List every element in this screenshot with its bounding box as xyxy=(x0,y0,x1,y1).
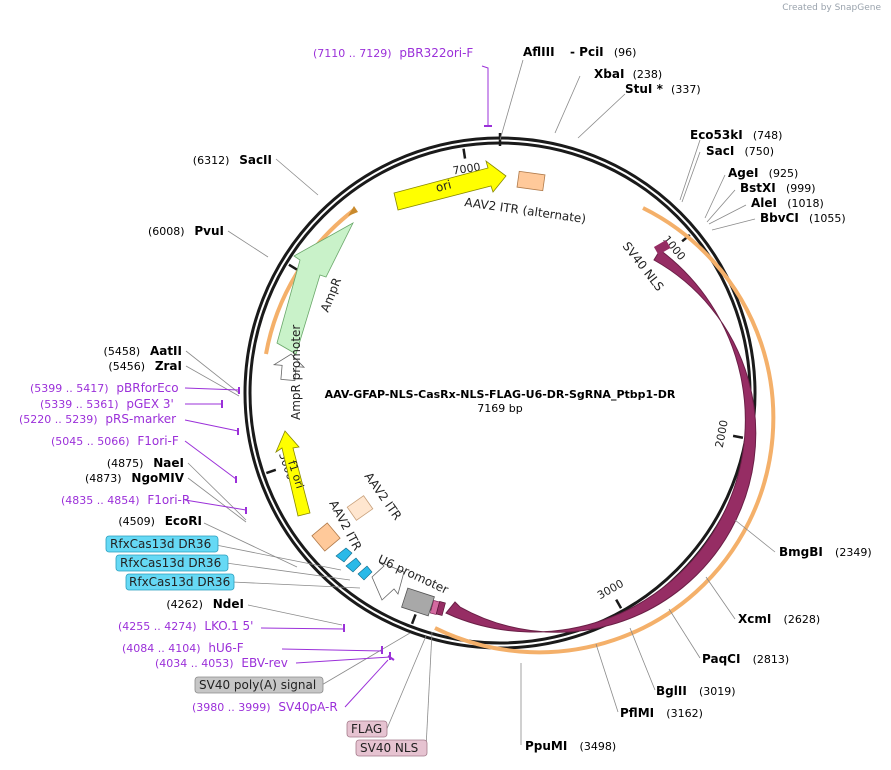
enzyme-paqci[interactable]: PaqCI (2813) xyxy=(702,652,789,666)
dr36-3-box[interactable] xyxy=(125,573,235,591)
plasmid-length: 7169 bp xyxy=(477,402,522,415)
primer-pbrforeco[interactable]: (5399 .. 5417) pBRforEco xyxy=(30,381,179,395)
enzyme-bmgbi[interactable]: BmgBI (2349) xyxy=(779,545,872,559)
feature-aav2-itr-alt[interactable] xyxy=(516,170,546,192)
enzyme-saci[interactable]: SacI (750) xyxy=(706,144,774,158)
enzyme-pcii[interactable]: - PciI (96) xyxy=(570,45,636,59)
feature-u6-promoter[interactable] xyxy=(371,561,405,601)
enzyme-xcmi[interactable]: XcmI (2628) xyxy=(738,612,820,626)
sv40nls-box[interactable] xyxy=(355,739,428,757)
enzyme-labels-right: AflIII - PciI (96) XbaI (238) StuI * (33… xyxy=(523,45,872,753)
flag-box[interactable] xyxy=(346,720,388,738)
boxed-labels: RfxCas13d DR36 RfxCas13d DR36 RfxCas13d … xyxy=(105,535,428,757)
feature-dr36-1[interactable] xyxy=(335,547,353,563)
enzyme-bglii[interactable]: BglII (3019) xyxy=(656,684,736,698)
dr36-1-text: RfxCas13d DR36 xyxy=(110,537,211,551)
feature-ori-label: ori xyxy=(434,177,453,195)
feature-ampr[interactable] xyxy=(276,222,354,355)
primer-lines xyxy=(184,65,489,708)
enzyme-bstxi[interactable]: BstXI (999) xyxy=(740,181,816,195)
feature-ampr-label: AmpR xyxy=(318,276,344,314)
enzyme-alei[interactable]: AleI (1018) xyxy=(751,196,824,210)
sv40nls-text: SV40 NLS xyxy=(360,741,418,755)
leader-lines xyxy=(185,59,776,749)
feature-orange-arc-right[interactable] xyxy=(434,206,776,655)
enzyme-xbai[interactable]: XbaI (238) xyxy=(594,67,662,81)
feature-u6-grey-box[interactable] xyxy=(401,587,435,617)
primer-ebv-rev[interactable]: (4034 .. 4053) EBV-rev xyxy=(155,656,288,670)
feature-ampr-promoter-label: AmpR promoter xyxy=(289,325,303,420)
tick-mark-3000 xyxy=(615,598,623,609)
feature-aav2-itr-alt-label: AAV2 ITR (alternate) xyxy=(464,195,587,226)
enzyme-stui[interactable]: StuI * (337) xyxy=(625,82,701,96)
enzyme-sacii[interactable]: (6312) SacII xyxy=(193,153,272,167)
plasmid-title: AAV-GFAP-NLS-CasRx-NLS-FLAG-U6-DR-SgRNA_… xyxy=(325,388,676,401)
primer-labels: (7110 .. 7129) pBR322ori-F (5399 .. 5417… xyxy=(19,46,473,714)
tick-mark-5000 xyxy=(265,468,277,475)
feature-nls-mark[interactable] xyxy=(435,601,446,616)
dr36-2-box[interactable] xyxy=(115,554,229,572)
enzyme-agei[interactable]: AgeI (925) xyxy=(728,166,798,180)
tick-label-2000: 2000 xyxy=(713,419,731,449)
dr36-2-text: RfxCas13d DR36 xyxy=(120,556,221,570)
enzyme-afliii[interactable]: AflIII xyxy=(523,45,555,59)
enzyme-ngomiv[interactable]: (4873) NgoMIV xyxy=(85,471,185,485)
feature-aav2-itr-2[interactable] xyxy=(311,522,341,552)
tick-mark-6000 xyxy=(288,263,299,271)
primer-hu6-f[interactable]: (4084 .. 4104) hU6-F xyxy=(122,641,244,655)
sv40polya-box[interactable] xyxy=(194,676,324,694)
enzyme-aatii[interactable]: (5458) AatII xyxy=(104,344,182,358)
enzyme-ppumi[interactable]: PpuMI (3498) xyxy=(525,739,616,753)
primer-sv40pa-r[interactable]: (3980 .. 3999) SV40pA-R xyxy=(192,700,338,714)
feature-dr36-3[interactable] xyxy=(357,565,373,581)
primer-pbr322ori-f[interactable]: (7110 .. 7129) pBR322ori-F xyxy=(313,46,473,60)
primer-pgex3[interactable]: (5339 .. 5361) pGEX 3' xyxy=(40,397,174,411)
dr36-3-text: RfxCas13d DR36 xyxy=(129,575,230,589)
primer-lko15[interactable]: (4255 .. 4274) LKO.1 5' xyxy=(118,619,253,633)
enzyme-naei[interactable]: (4875) NaeI xyxy=(107,456,184,470)
enzyme-ndei[interactable]: (4262) NdeI xyxy=(166,597,244,611)
feature-ampr-promoter[interactable] xyxy=(272,353,306,382)
enzyme-pflmi[interactable]: PflMI (3162) xyxy=(620,706,703,720)
tick-mark-2000 xyxy=(732,434,744,439)
feature-aav2-itr-1[interactable] xyxy=(346,495,374,521)
tick-mark-7000 xyxy=(462,148,467,159)
feature-f1-ori[interactable] xyxy=(275,430,311,517)
enzyme-ecori[interactable]: (4509) EcoRI xyxy=(118,514,202,528)
enzyme-pvui[interactable]: (6008) PvuI xyxy=(148,224,224,238)
orange-arc-left-arrowhead xyxy=(348,206,358,216)
enzyme-eco53ki[interactable]: Eco53kI (748) xyxy=(690,128,782,142)
tick-mark-4000 xyxy=(410,614,417,625)
feature-aav2-itr-1-label: AAV2 ITR xyxy=(362,470,405,523)
primer-f1ori-r[interactable]: (4835 .. 4854) F1ori-R xyxy=(61,493,190,507)
flag-text: FLAG xyxy=(351,722,382,736)
primer-f1ori-f[interactable]: (5045 .. 5066) F1ori-F xyxy=(51,434,179,448)
dr36-1-box[interactable] xyxy=(105,535,219,553)
enzyme-labels-left: (6312) SacII (6008) PvuI (5458) AatII (5… xyxy=(85,153,272,611)
enzyme-zrai[interactable]: (5456) ZraI xyxy=(108,359,182,373)
feature-rfxcas13d[interactable] xyxy=(445,249,757,633)
primer-marks xyxy=(221,125,492,661)
sv40polya-text: SV40 poly(A) signal xyxy=(199,678,316,692)
primer-prs-marker[interactable]: (5220 .. 5239) pRS-marker xyxy=(19,412,176,426)
feature-dr36-2[interactable] xyxy=(345,557,362,573)
feature-sv40-nls-top[interactable] xyxy=(653,240,671,255)
snapgene-watermark: Created by SnapGene xyxy=(782,3,881,13)
tick-label-3000: 3000 xyxy=(595,577,626,602)
enzyme-bbvci[interactable]: BbvCI (1055) xyxy=(760,211,846,225)
feature-ori[interactable] xyxy=(393,159,507,211)
